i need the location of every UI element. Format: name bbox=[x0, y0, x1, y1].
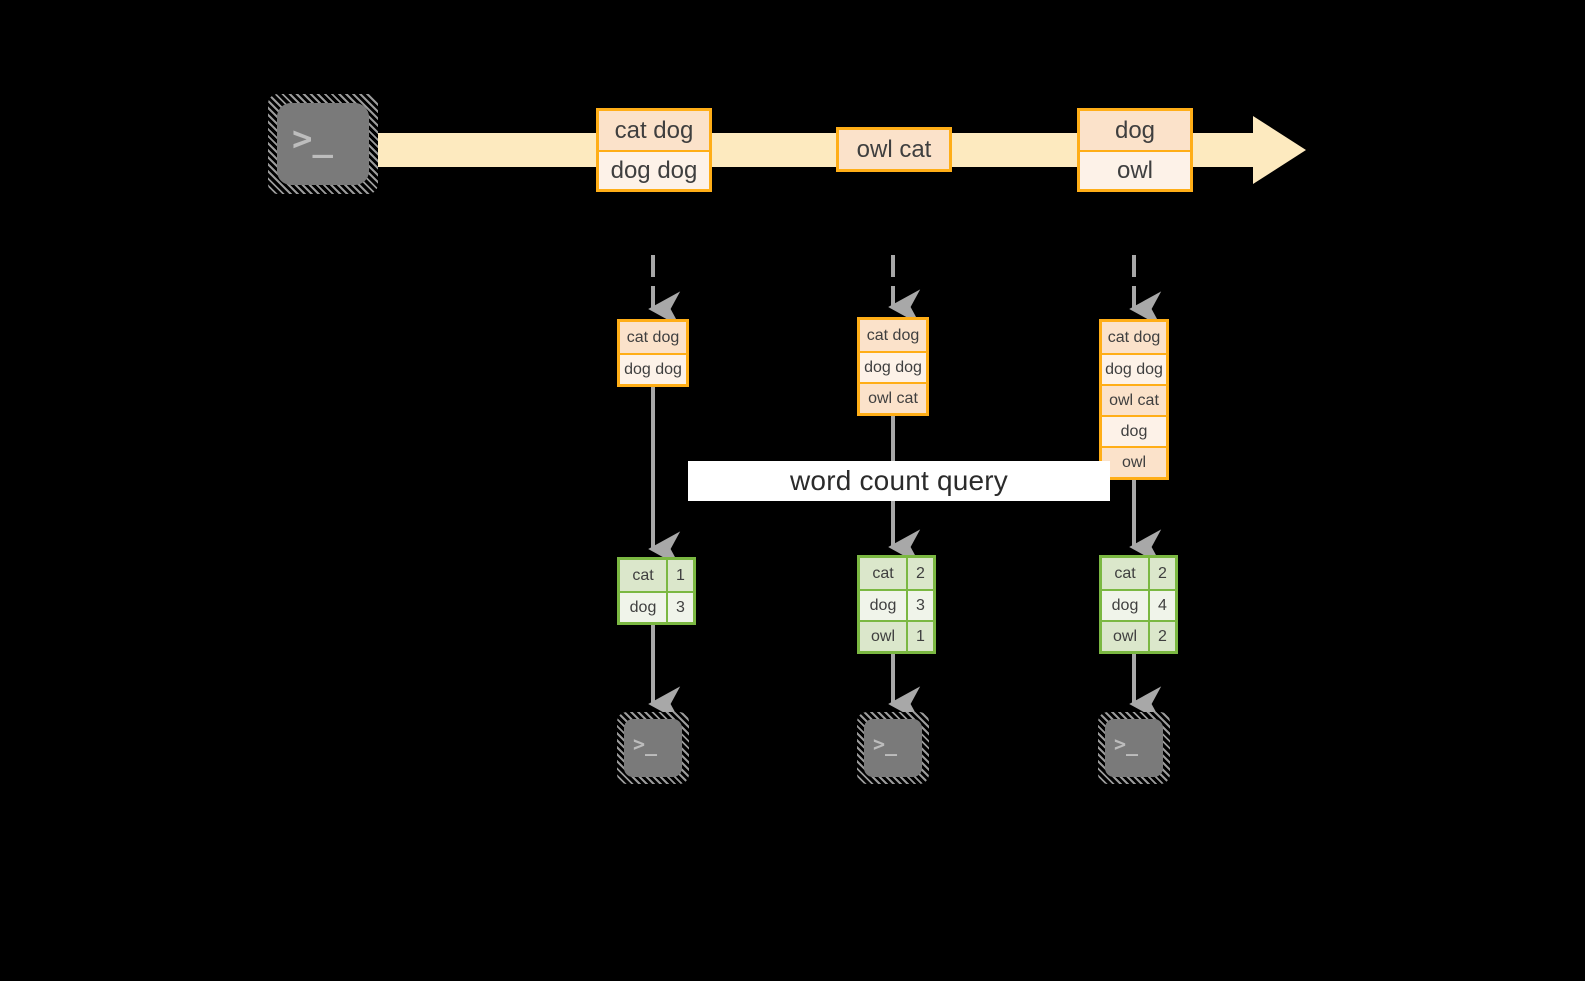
buffer-line: cat dog bbox=[860, 320, 926, 351]
stream-record-line: dog dog bbox=[599, 150, 709, 189]
terminal-body bbox=[1105, 719, 1163, 777]
count-cell: 3 bbox=[666, 593, 693, 622]
snapshot-3-buffer: cat dog dog dog owl cat dog owl bbox=[1099, 319, 1169, 480]
table-row: dog 3 bbox=[620, 591, 693, 622]
table-row: cat 1 bbox=[620, 560, 693, 591]
stream-record-2: owl cat bbox=[836, 127, 952, 172]
snapshot-2-sink-terminal-icon: >_ bbox=[857, 712, 929, 784]
table-row: owl 1 bbox=[860, 620, 933, 651]
buffer-line: cat dog bbox=[1102, 322, 1166, 353]
word-cell: dog bbox=[860, 591, 906, 620]
snapshot-2-buffer: cat dog dog dog owl cat bbox=[857, 317, 929, 416]
snapshot-1-sink-terminal-icon: >_ bbox=[617, 712, 689, 784]
terminal-body bbox=[864, 719, 922, 777]
stream-tap-arrows bbox=[648, 255, 1162, 327]
count-cell: 2 bbox=[1148, 558, 1175, 589]
query-label-text: word count query bbox=[790, 465, 1008, 496]
source-terminal-icon: >_ bbox=[268, 94, 378, 194]
table-row: cat 2 bbox=[1102, 558, 1175, 589]
snapshot-2-result-table: cat 2 dog 3 owl 1 bbox=[857, 555, 936, 654]
buffer-line: owl bbox=[1102, 446, 1166, 477]
buffer-line: owl cat bbox=[1102, 384, 1166, 415]
word-cell: dog bbox=[1102, 591, 1148, 620]
stream-record-3: dog owl bbox=[1077, 108, 1193, 192]
snapshot-3-sink-terminal-icon: >_ bbox=[1098, 712, 1170, 784]
snapshot-1-buffer: cat dog dog dog bbox=[617, 319, 689, 387]
word-cell: cat bbox=[860, 558, 906, 589]
count-cell: 1 bbox=[666, 560, 693, 591]
buffer-line: owl cat bbox=[860, 382, 926, 413]
buffer-line: cat dog bbox=[620, 322, 686, 353]
terminal-body bbox=[624, 719, 682, 777]
stream-record-line: cat dog bbox=[599, 111, 709, 150]
query-label: word count query bbox=[688, 461, 1110, 501]
count-cell: 3 bbox=[906, 591, 933, 620]
terminal-prompt-glyph: >_ bbox=[633, 732, 658, 756]
table-row: dog 4 bbox=[1102, 589, 1175, 620]
snapshot-1-result-table: cat 1 dog 3 bbox=[617, 557, 696, 625]
buffer-line: dog dog bbox=[620, 353, 686, 384]
word-cell: owl bbox=[1102, 622, 1148, 651]
stream-record-line: owl cat bbox=[839, 130, 949, 169]
terminal-body bbox=[277, 103, 369, 185]
word-cell: dog bbox=[620, 593, 666, 622]
table-row: cat 2 bbox=[860, 558, 933, 589]
count-cell: 2 bbox=[1148, 622, 1175, 651]
count-cell: 1 bbox=[906, 622, 933, 651]
count-cell: 4 bbox=[1148, 591, 1175, 620]
stream-record-line: owl bbox=[1080, 150, 1190, 189]
buffer-line: dog bbox=[1102, 415, 1166, 446]
table-row: dog 3 bbox=[860, 589, 933, 620]
count-cell: 2 bbox=[906, 558, 933, 589]
word-cell: cat bbox=[1102, 558, 1148, 589]
terminal-prompt-glyph: >_ bbox=[873, 732, 898, 756]
terminal-prompt-glyph: >_ bbox=[1114, 732, 1139, 756]
buffer-line: dog dog bbox=[860, 351, 926, 382]
stream-record-line: dog bbox=[1080, 111, 1190, 150]
word-cell: cat bbox=[620, 560, 666, 591]
buffer-line: dog dog bbox=[1102, 353, 1166, 384]
terminal-prompt-glyph: >_ bbox=[292, 119, 333, 159]
table-row: owl 2 bbox=[1102, 620, 1175, 651]
word-cell: owl bbox=[860, 622, 906, 651]
stream-record-1: cat dog dog dog bbox=[596, 108, 712, 192]
snapshot-3-result-table: cat 2 dog 4 owl 2 bbox=[1099, 555, 1178, 654]
